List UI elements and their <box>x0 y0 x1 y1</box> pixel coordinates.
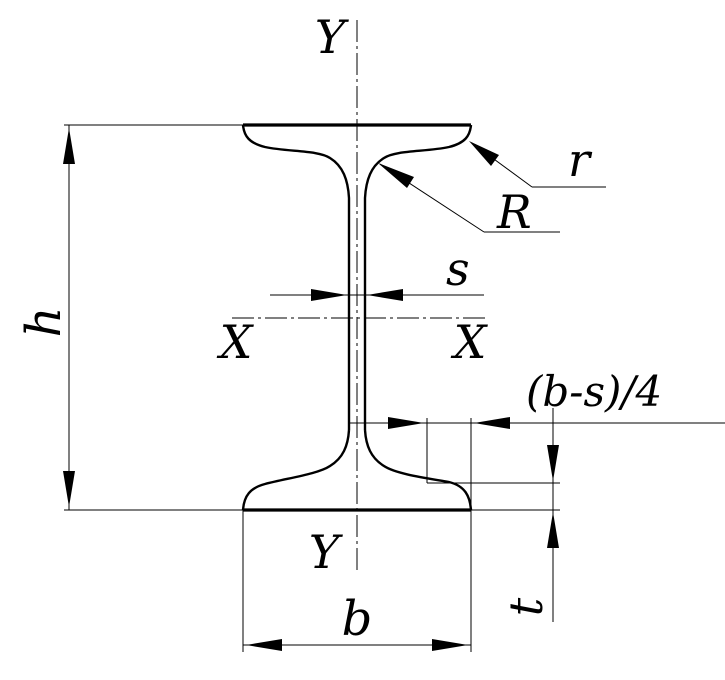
label-t: t <box>499 597 553 616</box>
s-arrow-right <box>367 289 403 301</box>
h-arrow-bottom <box>63 471 75 507</box>
flange-thickness-dimension <box>427 408 560 622</box>
label-h: h <box>16 307 72 338</box>
label-x-right: X <box>451 315 489 369</box>
label-R: R <box>496 185 532 239</box>
profile-right-bottom <box>363 429 473 511</box>
label-y-bottom: Y <box>309 525 344 579</box>
label-y-top: Y <box>315 10 350 64</box>
profile-left-bottom <box>241 429 351 511</box>
b-arrow-right <box>432 639 468 651</box>
web-thickness-dimension <box>270 289 484 301</box>
s-arrow-left <box>311 289 347 301</box>
quarter-arrow-right <box>474 417 510 429</box>
fillet-radius-r-leader <box>469 141 606 188</box>
label-x-left: X <box>217 315 255 369</box>
root-radius-R-leader <box>378 163 560 233</box>
R-arrow <box>378 163 414 188</box>
label-b: b <box>342 591 373 647</box>
t-arrow-bottom <box>547 512 559 548</box>
profile-right-top <box>363 124 473 430</box>
quarter-arrow-left <box>388 417 424 429</box>
b-arrow-left <box>246 639 282 651</box>
quarter-flange-dimension <box>349 417 725 510</box>
profile-left-top <box>241 124 351 430</box>
label-b-minus-s-over-4: (b-s)/4 <box>526 367 662 416</box>
i-beam-profile <box>241 123 473 512</box>
t-arrow-top <box>547 445 559 481</box>
width-dimension <box>242 510 472 652</box>
h-arrow-top <box>63 128 75 164</box>
height-dimension <box>63 124 243 511</box>
r-arrow <box>469 141 499 166</box>
label-s: s <box>446 242 470 296</box>
label-r: r <box>568 133 593 187</box>
